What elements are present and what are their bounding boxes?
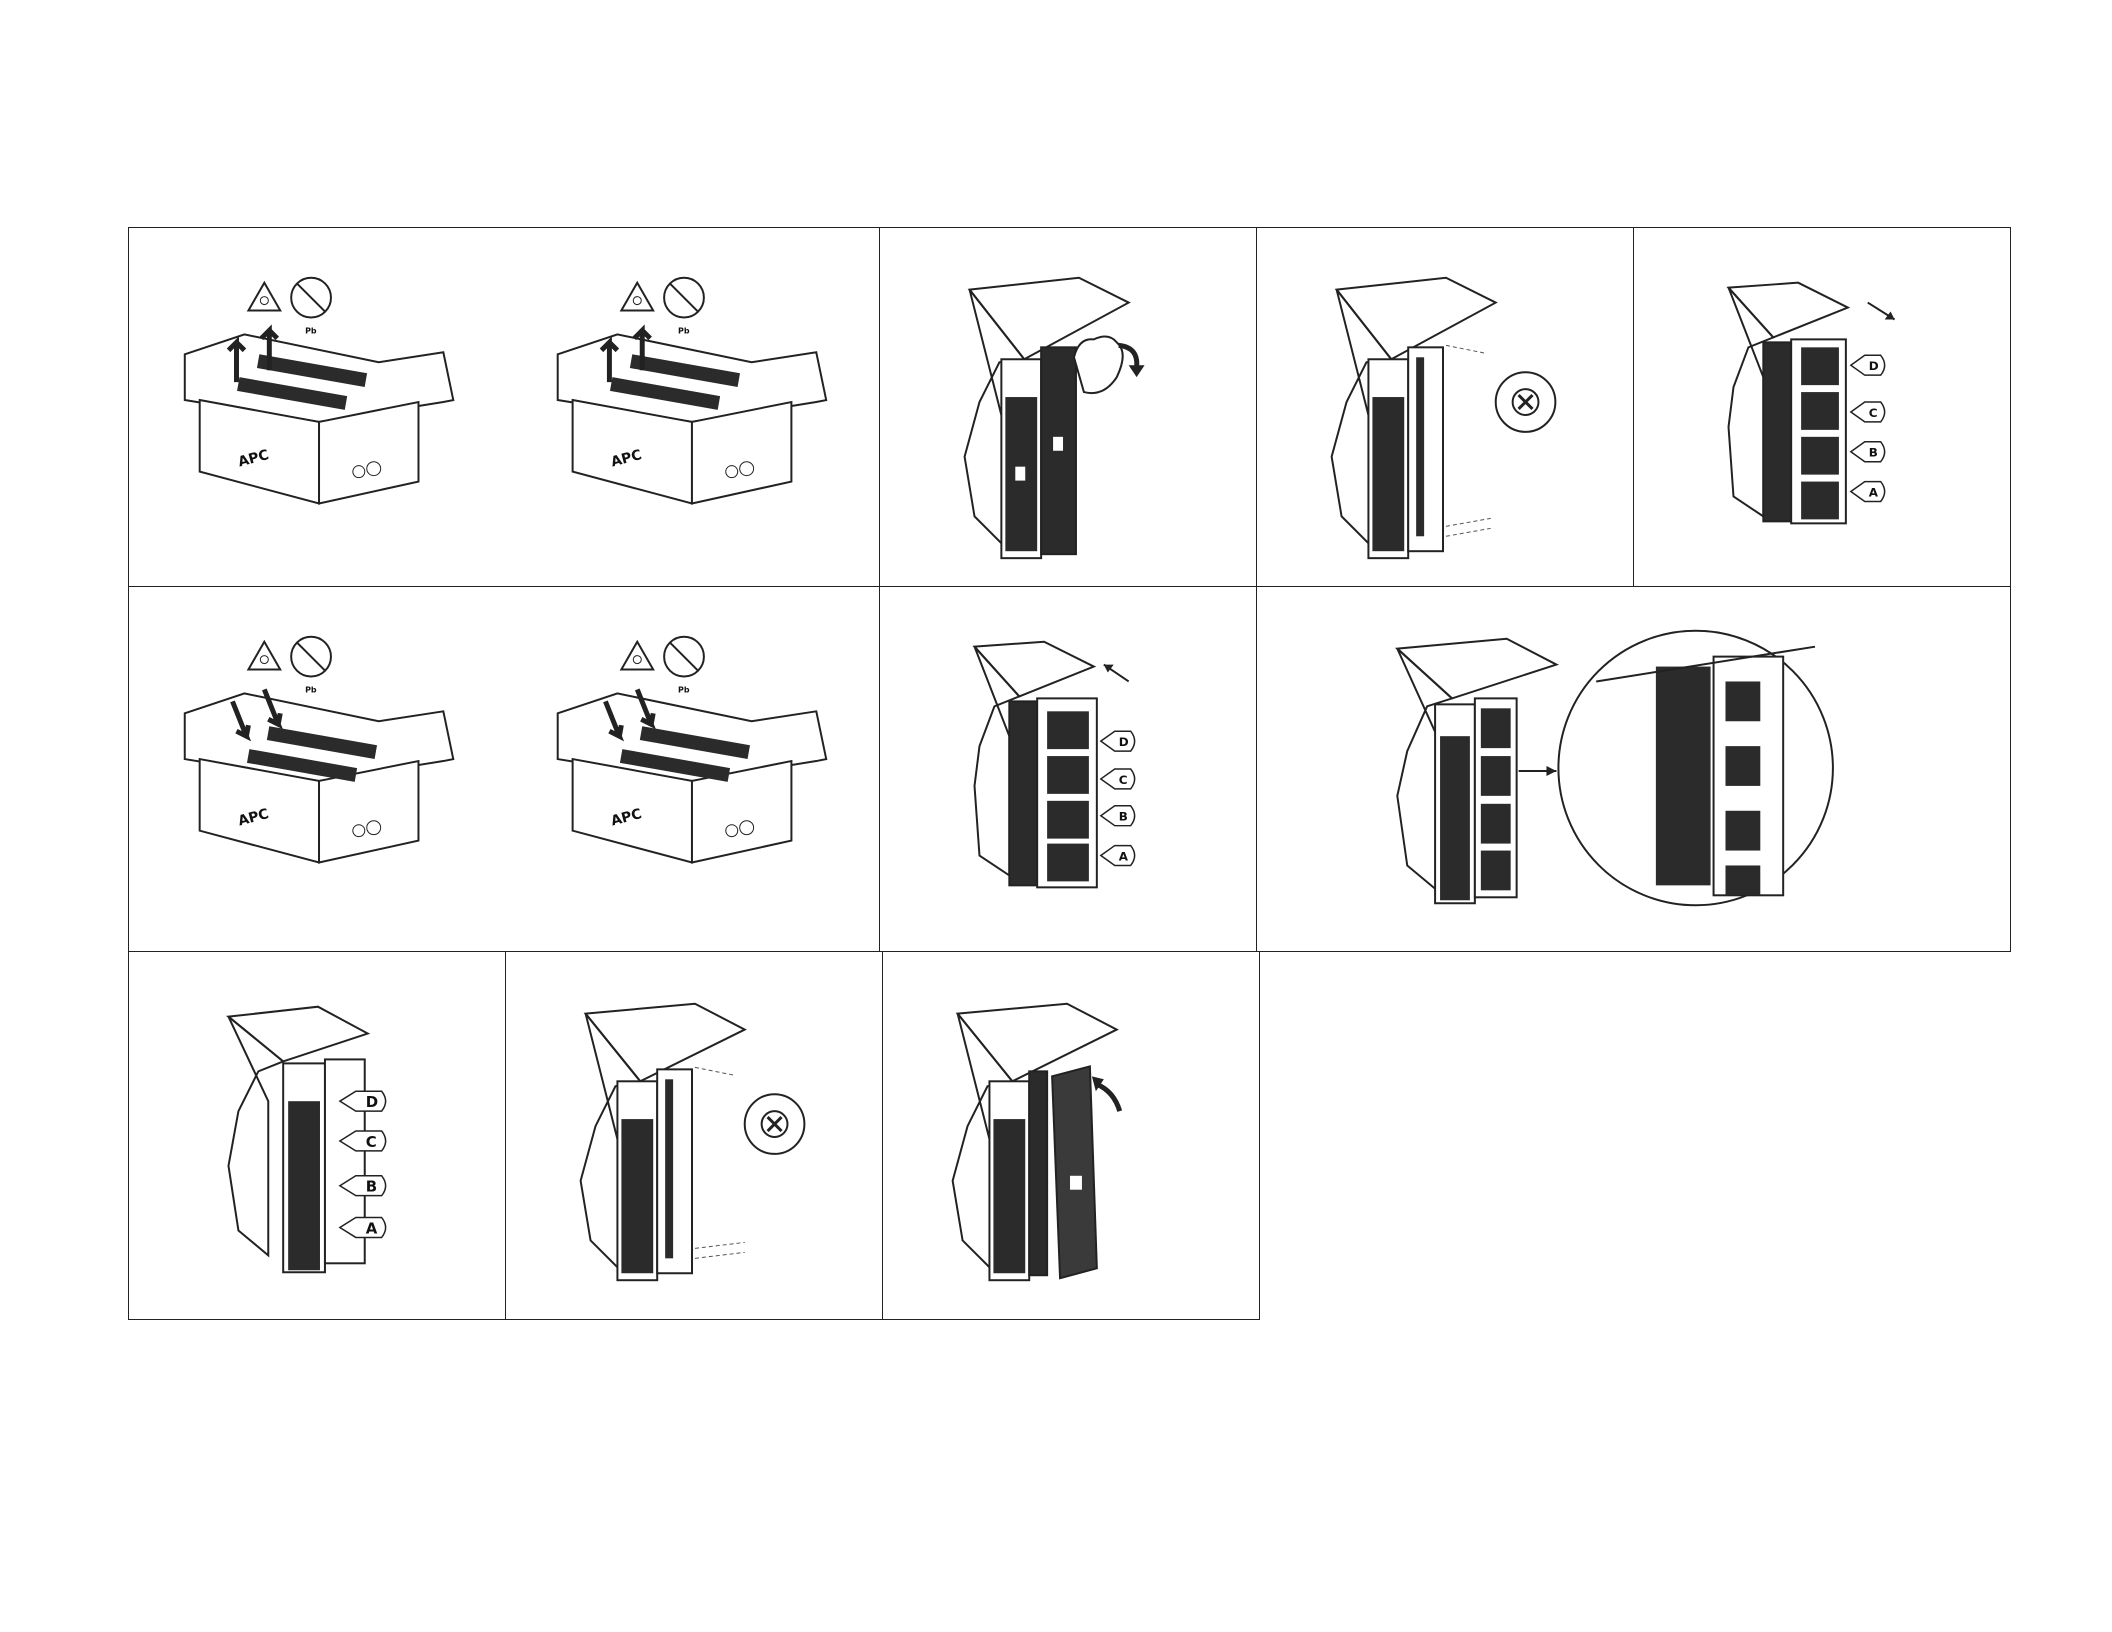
- rotate-arrow-icon: [1092, 1076, 1120, 1111]
- screw-icon: [745, 1094, 805, 1154]
- hand-icon: [1074, 337, 1123, 394]
- step-remove-screws: [1256, 227, 1634, 587]
- box-illustration-left: Pb APC: [185, 637, 454, 863]
- no-disposal-icon: Pb: [291, 637, 331, 695]
- battery-tag-a: A: [1851, 482, 1885, 502]
- battery-tag-b: B: [1101, 806, 1135, 826]
- svg-text:D: D: [366, 1093, 378, 1111]
- svg-text:B: B: [1869, 446, 1878, 460]
- svg-text:A: A: [1119, 849, 1129, 863]
- ups-cabinet: [1332, 278, 1496, 558]
- lead-mark: Pb: [305, 326, 317, 335]
- step-replace-screws: [505, 951, 883, 1320]
- svg-text:A: A: [366, 1219, 378, 1237]
- lead-mark: Pb: [305, 685, 317, 694]
- svg-text:C: C: [1119, 773, 1128, 787]
- step-remove-front-bezel: [879, 227, 1257, 587]
- step-insert-batteries: D C B A: [879, 586, 1257, 952]
- box-illustration-right: Pb APC: [558, 637, 827, 863]
- recycle-icon: [621, 283, 653, 311]
- svg-text:B: B: [366, 1178, 377, 1196]
- no-disposal-icon: Pb: [664, 278, 704, 336]
- no-disposal-icon: Pb: [664, 637, 704, 695]
- arrow-left-icon: [1104, 665, 1129, 682]
- svg-text:A: A: [1869, 486, 1879, 500]
- step-connect-batteries: [1256, 586, 2011, 952]
- step-slide-out-batteries: D C B A: [1633, 227, 2011, 587]
- magnifier-icon: [1558, 631, 1832, 905]
- battery-tag-b: B: [1851, 442, 1885, 462]
- step-unpack-batteries: Pb APC Pb APC: [128, 227, 880, 587]
- svg-text:D: D: [1869, 359, 1879, 373]
- battery-tag-c: C: [1851, 402, 1885, 422]
- battery-tag-c: C: [1101, 769, 1135, 789]
- arrow-right-icon: [1519, 766, 1557, 776]
- battery-tag-d: D: [1851, 355, 1885, 375]
- lead-mark: Pb: [678, 685, 690, 694]
- battery-tag-d: D: [1101, 731, 1135, 751]
- step-batteries-seated: D C B A: [128, 951, 506, 1320]
- recycle-icon: [621, 642, 653, 670]
- battery-tag-a: A: [1101, 846, 1135, 866]
- box-illustration-left: Pb APC: [185, 278, 454, 504]
- svg-text:D: D: [1119, 735, 1129, 749]
- svg-text:C: C: [366, 1133, 377, 1151]
- svg-text:B: B: [1119, 810, 1128, 824]
- recycle-icon: [248, 642, 280, 670]
- ups-cabinet: [581, 1004, 745, 1280]
- arrow-right-icon: [1868, 303, 1895, 320]
- svg-text:C: C: [1869, 406, 1878, 420]
- ups-cabinet: [965, 278, 1129, 558]
- step-repack-batteries: Pb APC Pb APC: [128, 586, 880, 952]
- front-bezel: [1052, 1066, 1097, 1278]
- lead-mark: Pb: [678, 326, 690, 335]
- recycle-icon: [248, 283, 280, 311]
- no-disposal-icon: Pb: [291, 278, 331, 336]
- ups-cabinet: [1729, 283, 1848, 524]
- step-replace-front-bezel: [882, 951, 1260, 1320]
- ups-cabinet: [975, 642, 1097, 888]
- screw-icon: [1496, 372, 1556, 432]
- box-illustration-right: Pb APC: [558, 278, 827, 504]
